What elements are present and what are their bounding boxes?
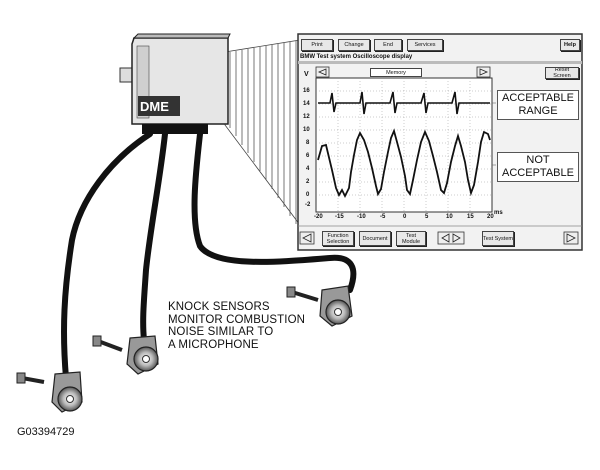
x-tick: 15 xyxy=(467,214,474,220)
y-tick: -2 xyxy=(305,202,311,208)
y-axis-letter: V xyxy=(304,71,309,78)
x-tick: -15 xyxy=(335,214,344,220)
x-axis-unit: ms xyxy=(494,210,503,216)
bolt-1 xyxy=(16,372,45,384)
not-acceptable-text: NOT ACCEPTABLE xyxy=(502,154,574,179)
y-tick: 12 xyxy=(303,114,310,120)
acceptable-range-label: ACCEPTABLE RANGE xyxy=(497,90,579,120)
test-module-button[interactable]: Test Module xyxy=(396,231,426,246)
reset-screen-button[interactable]: Reset Screen xyxy=(545,67,579,79)
y-tick: 16 xyxy=(303,88,310,94)
sensor-cables xyxy=(61,131,357,381)
document-button[interactable]: Document xyxy=(359,231,391,246)
change-button[interactable]: Change xyxy=(338,39,370,51)
print-button[interactable]: Print xyxy=(301,39,333,51)
scroll-right-icon xyxy=(476,66,491,78)
knock-sensor-3 xyxy=(319,285,353,327)
bolt-3 xyxy=(286,286,319,302)
services-button[interactable]: Services xyxy=(407,39,443,51)
y-tick: 14 xyxy=(303,101,310,107)
y-tick: 10 xyxy=(303,127,310,133)
help-button[interactable]: Help xyxy=(560,39,580,51)
y-tick: 0 xyxy=(306,192,310,198)
x-tick: -10 xyxy=(357,214,366,220)
nav-double-arrow-icon xyxy=(437,231,465,245)
not-acceptable-label: NOT ACCEPTABLE xyxy=(497,152,579,182)
knock-sensor-2 xyxy=(126,335,159,375)
memory-field[interactable]: Memory xyxy=(370,68,422,77)
knock-sensor-callout: KNOCK SENSORS MONITOR COMBUSTION NOISE S… xyxy=(168,301,306,351)
knock-sensor-1 xyxy=(51,371,83,413)
x-tick: -20 xyxy=(314,214,323,220)
acceptable-trace xyxy=(318,91,490,115)
scroll-left-icon xyxy=(315,66,330,78)
x-tick: 20 xyxy=(487,214,494,220)
nav-left-icon xyxy=(299,231,315,245)
y-tick: 4 xyxy=(306,166,310,172)
x-tick: 5 xyxy=(425,214,429,220)
dme-control-unit xyxy=(119,33,231,134)
not-acceptable-trace xyxy=(317,128,491,199)
x-tick: -5 xyxy=(380,214,386,220)
figure-id: G03394729 xyxy=(17,426,75,438)
x-tick: 10 xyxy=(446,214,453,220)
y-tick: 6 xyxy=(306,153,310,159)
bolt-2 xyxy=(92,335,123,352)
x-tick: 0 xyxy=(403,214,407,220)
label-leaders xyxy=(492,102,496,166)
function-selection-button[interactable]: Function Selection xyxy=(322,231,354,246)
y-tick: 2 xyxy=(306,179,310,185)
nav-right-icon xyxy=(563,231,579,245)
end-button[interactable]: End xyxy=(374,39,402,51)
tester-title: BMW Test system Oscilloscope display xyxy=(300,54,413,60)
zoom-fan-lines xyxy=(229,41,297,224)
acceptable-range-text: ACCEPTABLE RANGE xyxy=(502,92,574,117)
dme-label: DME xyxy=(140,99,169,114)
y-tick: 8 xyxy=(306,140,310,146)
test-system-button[interactable]: Test System xyxy=(482,231,514,246)
